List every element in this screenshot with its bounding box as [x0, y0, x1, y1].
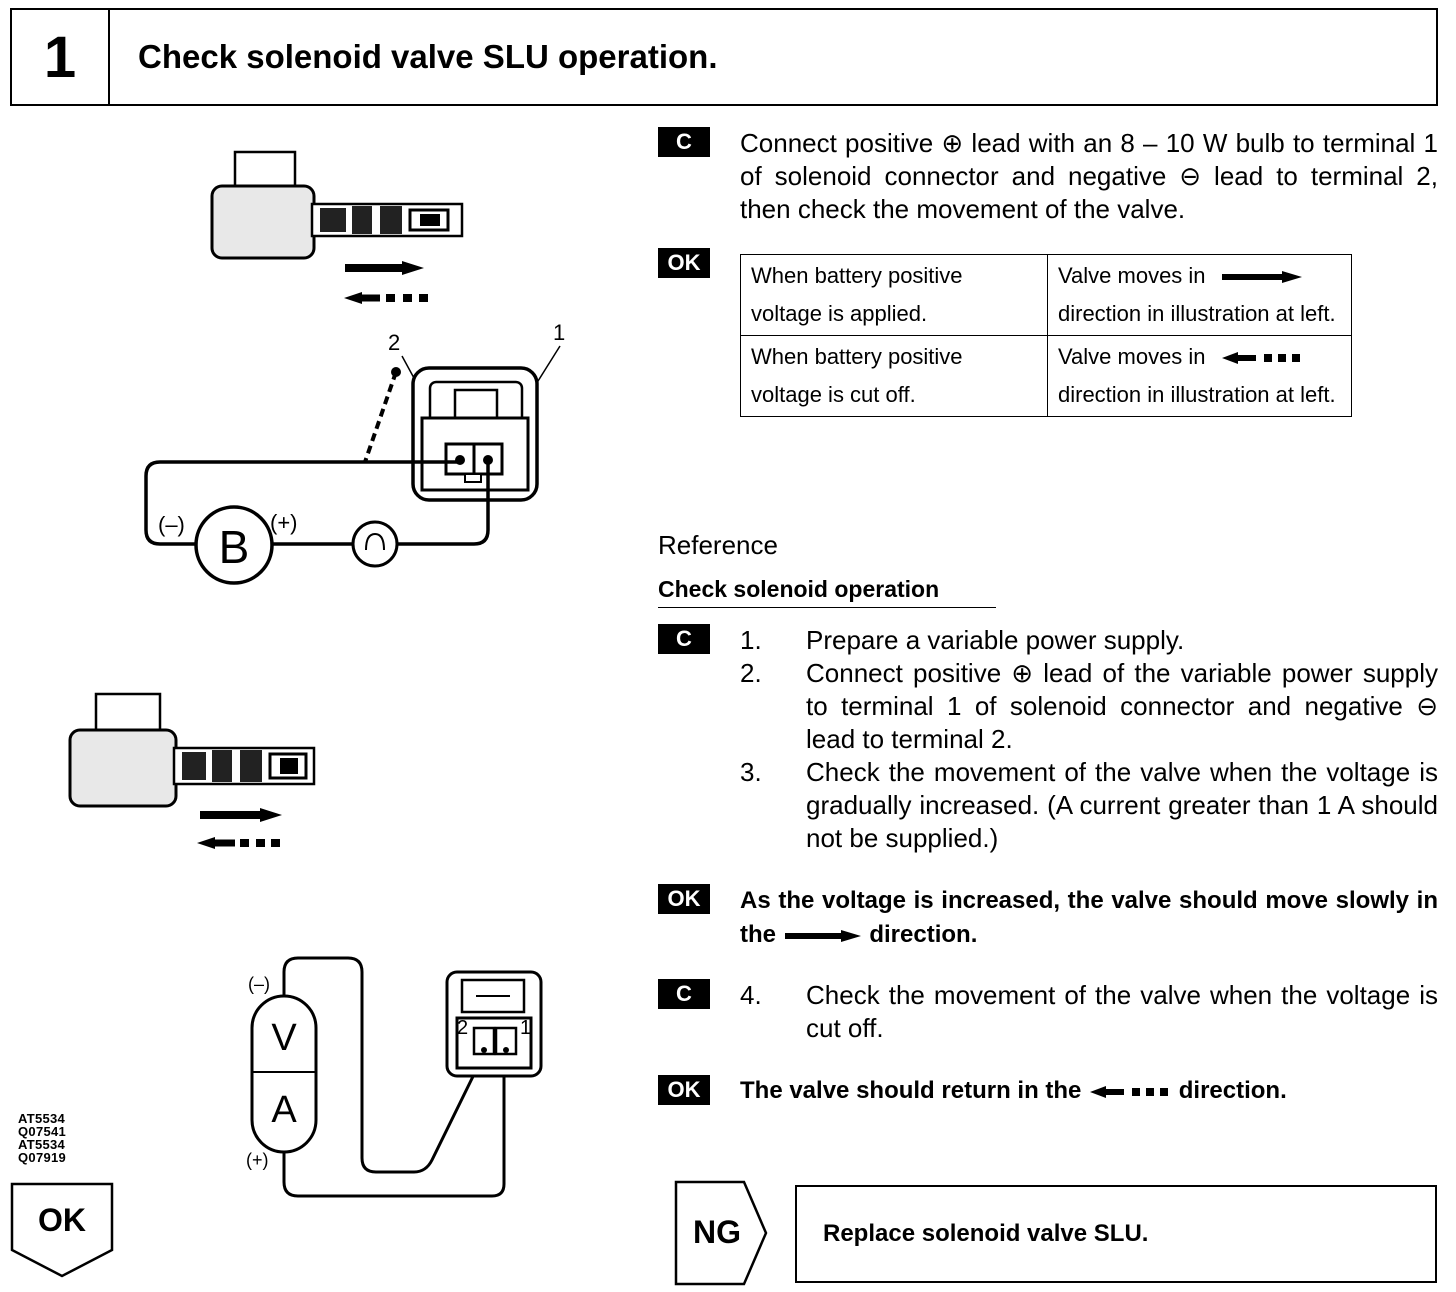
figure-codes: AT5534 Q07541 AT5534 Q07919 — [18, 1111, 67, 1165]
list-item: 4. Check the movement of the valve when … — [740, 980, 1438, 1043]
reference-label: Reference — [658, 530, 778, 560]
condition-cell: When battery positive voltage is applied… — [740, 254, 1048, 336]
list-item: 3. Check the movement of the valve when … — [740, 757, 1438, 853]
condition-cell: When battery positive voltage is cut off… — [740, 335, 1048, 417]
reference-steps: 1. Prepare a variable power supply. 2. C… — [740, 624, 1438, 855]
battery-positive-label: (+) — [270, 510, 298, 535]
ok-result-1: As the voltage is increased, the valve s… — [740, 887, 1438, 948]
check-tag: C — [658, 624, 710, 654]
ok-result-2: The valve should return in the direction… — [740, 1077, 1287, 1104]
variable-supply-circuit-diagram: V A (–) (+) 2 1 — [246, 956, 543, 1198]
ok-pentagon-shape — [10, 1182, 114, 1278]
dashed-left-arrow-icon — [1090, 1085, 1169, 1098]
check-tag: C — [658, 127, 710, 157]
list-item: 1. Prepare a variable power supply. — [740, 625, 1185, 655]
voltmeter-label: V — [271, 1017, 297, 1059]
result-table: When battery positive voltage is applied… — [740, 254, 1352, 417]
battery-circuit-diagram: 2 1 B (–) (+) — [144, 320, 565, 585]
ok-branch-label: OK — [38, 1202, 86, 1238]
table-row: When battery positive voltage is cut off… — [740, 335, 1352, 417]
battery-label: B — [219, 521, 250, 573]
dashed-left-arrow-icon — [1221, 352, 1300, 365]
direction-arrows-1 — [344, 261, 428, 304]
result-cell: Valve moves in direction in illustration… — [1047, 254, 1352, 336]
step1-instruction: Connect positive ⊕ lead with an 8 – 10 W… — [740, 128, 1438, 224]
supply-negative-label: (–) — [248, 974, 270, 994]
terminal-1-label: 1 — [553, 320, 565, 345]
table-row: When battery positive voltage is applied… — [740, 254, 1352, 336]
battery-negative-label: (–) — [158, 512, 185, 537]
ok-branch-marker: OK — [10, 1182, 114, 1283]
conn-terminal-2-label: 2 — [457, 1017, 468, 1039]
ng-branch-marker: NG — [674, 1180, 770, 1291]
list-item: 2. Connect positive ⊕ lead of the variab… — [740, 658, 1438, 754]
check-tag: C — [658, 979, 710, 1009]
result-cell: Valve moves in direction in illustration… — [1047, 335, 1352, 417]
ok-tag: OK — [658, 248, 710, 278]
direction-arrows-2 — [197, 808, 282, 849]
right-arrow-icon — [1221, 271, 1302, 284]
supply-positive-label: (+) — [246, 1150, 269, 1170]
ammeter-label: A — [271, 1089, 297, 1131]
step-title: Check solenoid valve SLU operation. — [138, 38, 718, 75]
ng-branch-label: NG — [693, 1214, 741, 1250]
ng-action-box: Replace solenoid valve SLU. — [795, 1185, 1437, 1283]
ng-arrow-shape — [674, 1180, 768, 1286]
ok-tag: OK — [658, 1075, 710, 1105]
illustrations: 2 1 B (–) (+) — [68, 150, 565, 1198]
step-header: 1 Check solenoid valve SLU operation. — [10, 8, 1438, 106]
solenoid-valve-1 — [210, 150, 464, 260]
reference-subtitle: Check solenoid operation — [658, 576, 996, 608]
conn-terminal-1-label: 1 — [520, 1017, 531, 1039]
solenoid-valve-2 — [68, 692, 316, 808]
step-number: 1 — [12, 10, 110, 104]
terminal-2-label: 2 — [388, 330, 400, 355]
right-arrow-icon — [784, 929, 861, 942]
ok-tag: OK — [658, 884, 710, 914]
